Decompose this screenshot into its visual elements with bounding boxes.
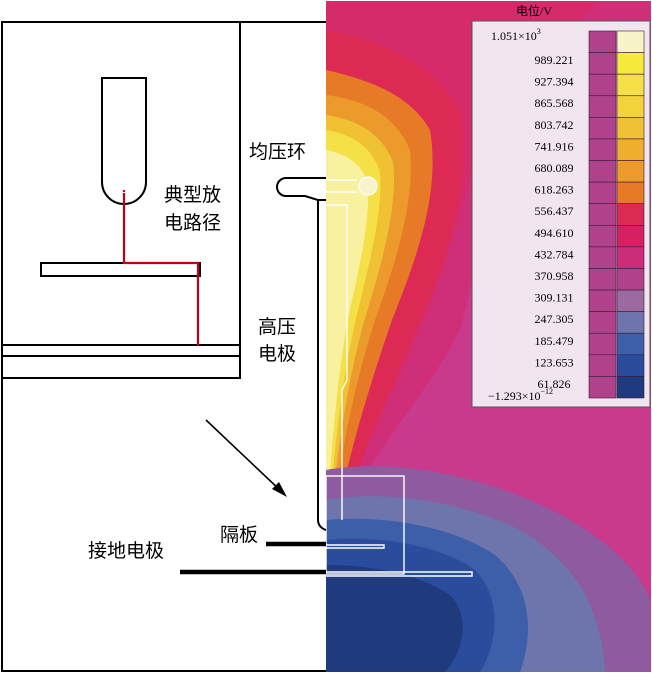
label-ground-electrode: 接地电极: [88, 540, 164, 562]
legend-value-label: 185.479: [535, 334, 574, 348]
label-discharge-path-2: 电路径: [164, 212, 221, 234]
legend-swatches: [588, 30, 645, 399]
legend-swatch-marker: [588, 354, 617, 377]
legend-swatch: [616, 138, 645, 161]
label-hv-electrode-2: 电极: [258, 343, 296, 365]
legend-swatch-marker: [588, 311, 617, 334]
legend-value-label: 618.263: [535, 183, 574, 197]
legend-top-value: 1.051×103: [491, 27, 541, 43]
legend-value-label: 432.784: [535, 247, 574, 261]
legend-swatch-marker: [588, 52, 617, 75]
legend-swatch-marker: [588, 268, 617, 291]
bottom-bars: [2, 344, 240, 357]
legend-swatch: [616, 332, 645, 356]
legend-swatch: [616, 376, 645, 399]
legend-bottom-value: −1.293×10−12: [488, 387, 553, 403]
legend-value-label: 123.653: [535, 355, 574, 369]
legend-swatch: [616, 160, 645, 183]
legend-swatch-marker: [588, 376, 617, 399]
legend-swatch-marker: [588, 224, 617, 248]
legend-swatch: [616, 52, 645, 75]
legend-value-label: 803.742: [535, 118, 574, 132]
upper-enclosure: [2, 21, 241, 379]
legend-value-label: 494.610: [535, 226, 574, 240]
legend-swatch-marker: [588, 181, 617, 205]
legend-value-label: 370.958: [535, 269, 574, 283]
needle-electrode: [101, 77, 147, 205]
legend-title: 电位/V: [516, 3, 552, 18]
legend-swatch-marker: [588, 95, 617, 118]
color-legend: 电位/V 1.051×103 989.221 927.394 865.568 803.…: [471, 3, 651, 408]
legend-swatch-marker: [588, 73, 617, 97]
legend-value-label: 741.916: [535, 139, 574, 153]
legend-swatch: [616, 73, 645, 97]
legend-swatch: [616, 311, 645, 334]
legend-swatch-marker: [588, 289, 617, 312]
legend-value-label: 865.568: [535, 96, 574, 110]
legend-swatch-marker: [588, 160, 617, 183]
legend-value-label: 247.305: [535, 312, 574, 326]
legend-swatch: [616, 224, 645, 248]
legend-swatch-marker: [588, 203, 617, 226]
legend-value-label: 309.131: [535, 291, 574, 305]
label-hv-electrode-1: 高压: [258, 316, 296, 338]
legend-value-label: 680.089: [535, 161, 574, 175]
label-barrier: 隔板: [220, 524, 258, 546]
legend-value-label: 989.221: [535, 53, 574, 67]
discharge-path: [122, 193, 200, 346]
legend-swatch: [616, 181, 645, 205]
label-discharge-path-1: 典型放: [164, 184, 221, 206]
legend-swatch: [616, 354, 645, 377]
legend-swatch: [616, 95, 645, 118]
legend-swatch: [616, 203, 645, 226]
geometry-drawing: [1, 21, 327, 672]
zoom-arrow: [205, 419, 287, 497]
plate-electrode: [40, 262, 201, 277]
legend-swatch: [616, 117, 645, 140]
legend-swatch: [616, 246, 645, 269]
field-electrode-outlines: [325, 179, 473, 577]
legend-value-label: 61.826: [538, 377, 571, 391]
legend-values: 989.221 927.394 865.568 803.742 741.916 680.0…: [535, 53, 574, 391]
legend-swatch: [616, 30, 645, 53]
legend-swatch-marker: [588, 246, 617, 269]
label-equalizer-ring: 均压环: [249, 141, 306, 163]
legend-swatch: [616, 289, 645, 312]
legend-value-label: 927.394: [535, 75, 574, 89]
legend-swatch-marker: [588, 138, 617, 161]
legend-swatch-marker: [588, 117, 617, 140]
legend-value-label: 556.437: [535, 204, 574, 218]
legend-swatch-marker: [588, 332, 617, 356]
legend-swatch: [616, 268, 645, 291]
legend-swatch-marker: [588, 30, 617, 53]
hv-electrode-outline: [276, 177, 327, 531]
